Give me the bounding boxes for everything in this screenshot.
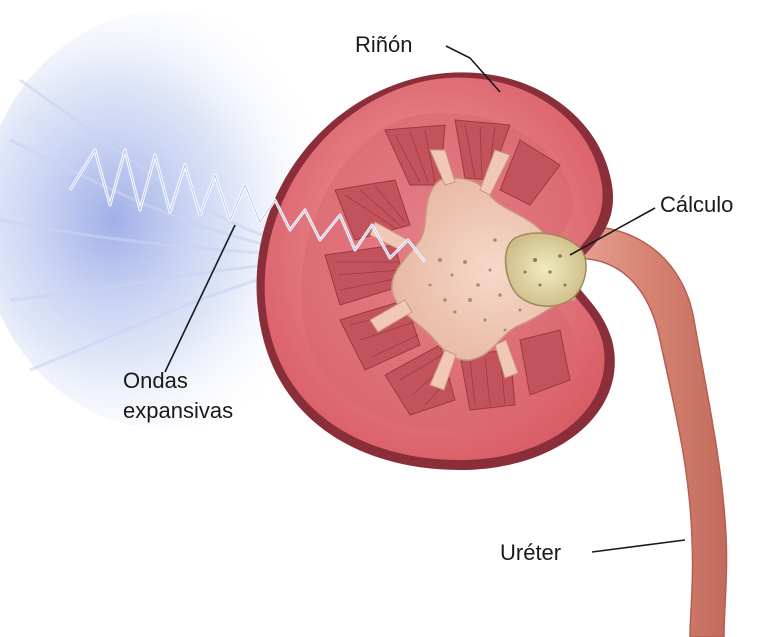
waves-label-line1: Ondas xyxy=(123,368,188,394)
waves-label-line2: expansivas xyxy=(123,398,233,424)
ureter xyxy=(560,226,727,637)
stone-label: Cálculo xyxy=(660,192,733,218)
kidney-label: Riñón xyxy=(355,32,412,58)
ureter-label: Uréter xyxy=(500,540,561,566)
kidney-stone xyxy=(506,233,587,306)
leader-ureter xyxy=(592,540,685,552)
